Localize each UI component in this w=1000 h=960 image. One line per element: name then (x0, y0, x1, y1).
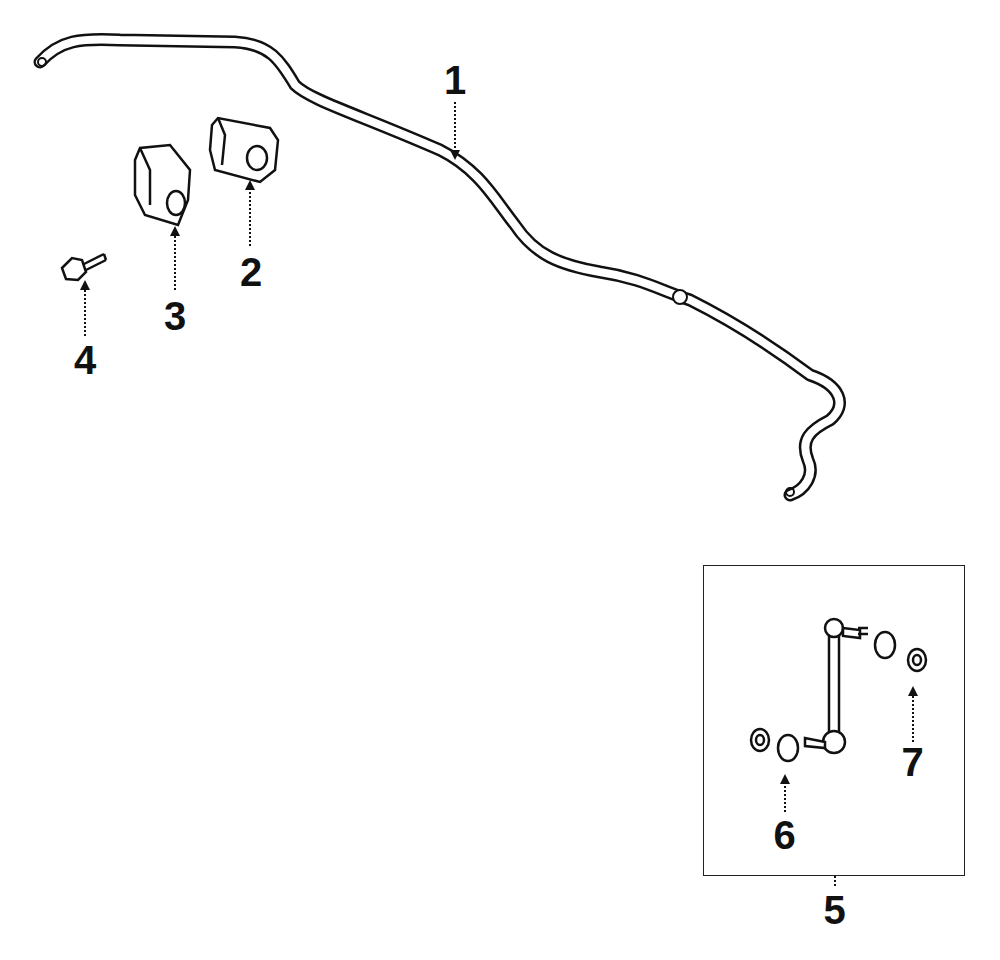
callout-number: 3 (164, 296, 186, 336)
callout-number: 7 (901, 742, 923, 782)
callout-number: 2 (240, 252, 262, 292)
callout-number: 4 (74, 340, 96, 380)
callout-number: 1 (444, 60, 466, 100)
callout-number: 5 (823, 890, 845, 930)
parts-group-box: 765 (703, 565, 965, 876)
callout-number: 6 (773, 815, 795, 855)
